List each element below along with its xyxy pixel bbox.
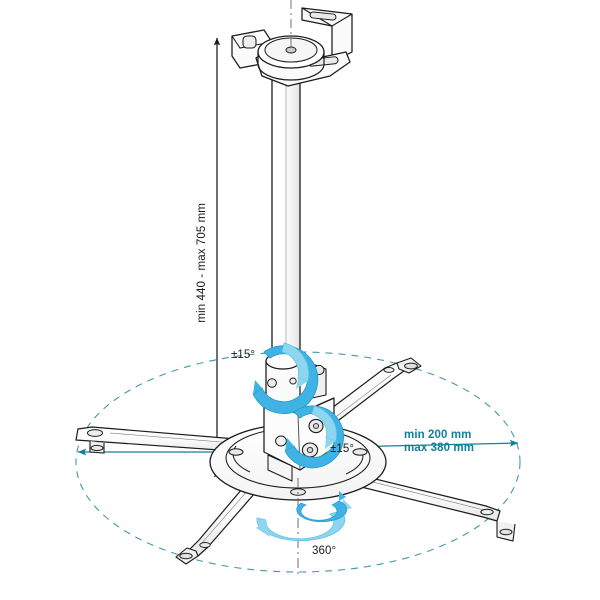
- ceiling-mount-plate: [231, 0, 353, 87]
- telescoping-drop-pole: [271, 61, 301, 385]
- tilt-upper-label: ±15°: [231, 349, 256, 361]
- rotation-arrow-360-icon: [256, 491, 352, 542]
- tilt-arrow-lower-icon: [284, 405, 344, 469]
- arm-reach-line-1: min 200 mm: [404, 429, 472, 441]
- drop-height-label: min 440 - max 705 mm: [196, 203, 208, 323]
- rotation-arrows: [252, 342, 352, 542]
- arm-reach-line-2: max 380 mm: [404, 441, 475, 454]
- tilt-lower-label: ±15°: [330, 443, 355, 455]
- dashed-reach-ellipse: [75, 351, 521, 573]
- tilt-arrow-upper-icon: [252, 342, 319, 415]
- rotation-label: 360°: [312, 545, 337, 557]
